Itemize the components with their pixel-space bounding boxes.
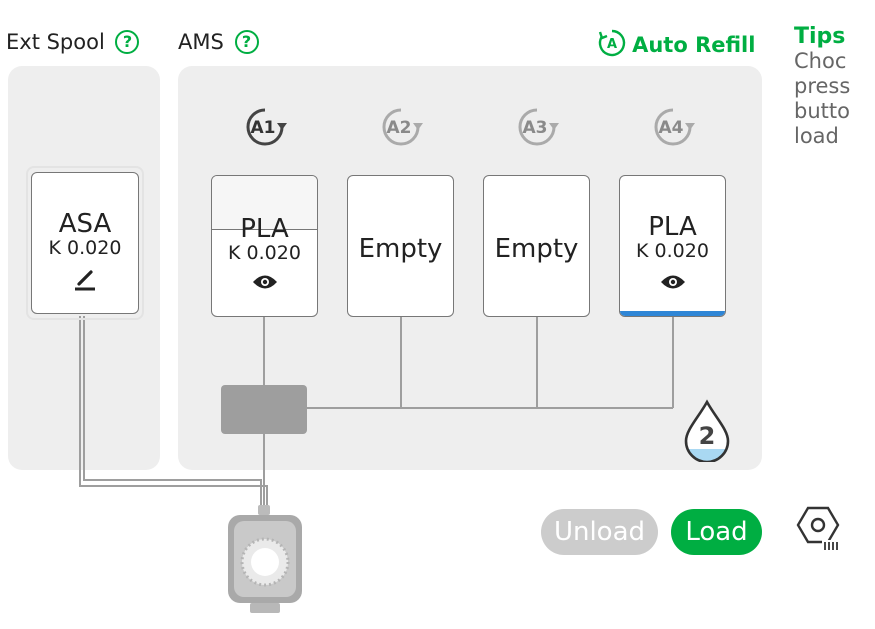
edit-pencil-icon[interactable] — [71, 266, 99, 292]
slot-a1-badge-icon: A1 — [246, 108, 287, 146]
slot-a4-badge-icon: A4 — [654, 108, 695, 146]
slot-a3-badge-label: A3 — [523, 118, 548, 138]
ext-spool-k-value: K 0.020 — [48, 237, 122, 259]
slot-a2-material: Empty — [358, 234, 443, 264]
auto-refill-label: Auto Refill — [632, 33, 756, 57]
ext-spool-help-icon[interactable]: ? — [115, 30, 140, 54]
ext-spool-slot[interactable]: ASA K 0.020 — [31, 172, 139, 314]
tips-panel: Tips Choc press butto load — [794, 24, 875, 149]
slot-a1-k-value: K 0.020 — [228, 242, 301, 264]
tips-line: press — [794, 74, 851, 98]
ext-spool-label: Ext Spool — [6, 30, 105, 54]
nozzle-settings-icon[interactable] — [792, 504, 846, 554]
slot-a3-badge-icon: A3 — [518, 108, 559, 146]
ams-help-icon[interactable]: ? — [234, 30, 259, 54]
humidity-drop-icon[interactable]: 2 — [680, 398, 734, 462]
ams-slot-a2[interactable]: Empty — [347, 175, 454, 317]
slot-a4-material: PLA — [648, 212, 697, 242]
slot-a4-badge-label: A4 — [659, 118, 684, 138]
slot-a1-fill-level — [212, 176, 317, 230]
ams-hub — [221, 385, 307, 434]
slot-a1-material: PLA — [240, 214, 289, 244]
slot-a3-material: Empty — [494, 234, 579, 264]
tips-line: butto — [794, 99, 850, 123]
auto-refill-icon: A — [598, 29, 626, 57]
load-button[interactable]: Load — [671, 509, 762, 555]
slot-a4-k-value: K 0.020 — [636, 240, 709, 262]
extruder-icon — [228, 505, 302, 613]
ams-slot-a4[interactable]: PLA K 0.020 — [619, 175, 726, 317]
unload-button[interactable]: Unload — [541, 509, 658, 555]
auto-refill-link[interactable]: A Auto Refill — [597, 28, 755, 58]
slot-a2-badge-label: A2 — [387, 118, 412, 138]
ext-spool-material: ASA — [58, 209, 112, 239]
ams-slot-a1[interactable]: PLA K 0.020 — [211, 175, 318, 317]
slot-a4-active-bar — [620, 311, 725, 316]
humidity-level: 2 — [699, 422, 716, 450]
slot-a2-badge-icon: A2 — [382, 108, 423, 146]
tips-title: Tips — [794, 24, 846, 49]
eye-icon[interactable] — [660, 273, 686, 291]
svg-text:A: A — [607, 37, 617, 52]
tips-line: load — [794, 124, 839, 148]
eye-icon[interactable] — [252, 273, 278, 291]
ams-slot-a3[interactable]: Empty — [483, 175, 590, 317]
tips-line: Choc — [794, 49, 847, 73]
ams-label: AMS — [178, 30, 224, 54]
slot-a1-badge-label: A1 — [251, 118, 276, 138]
ams-header: AMS ? — [178, 30, 259, 54]
ext-spool-header: Ext Spool ? — [6, 30, 140, 54]
